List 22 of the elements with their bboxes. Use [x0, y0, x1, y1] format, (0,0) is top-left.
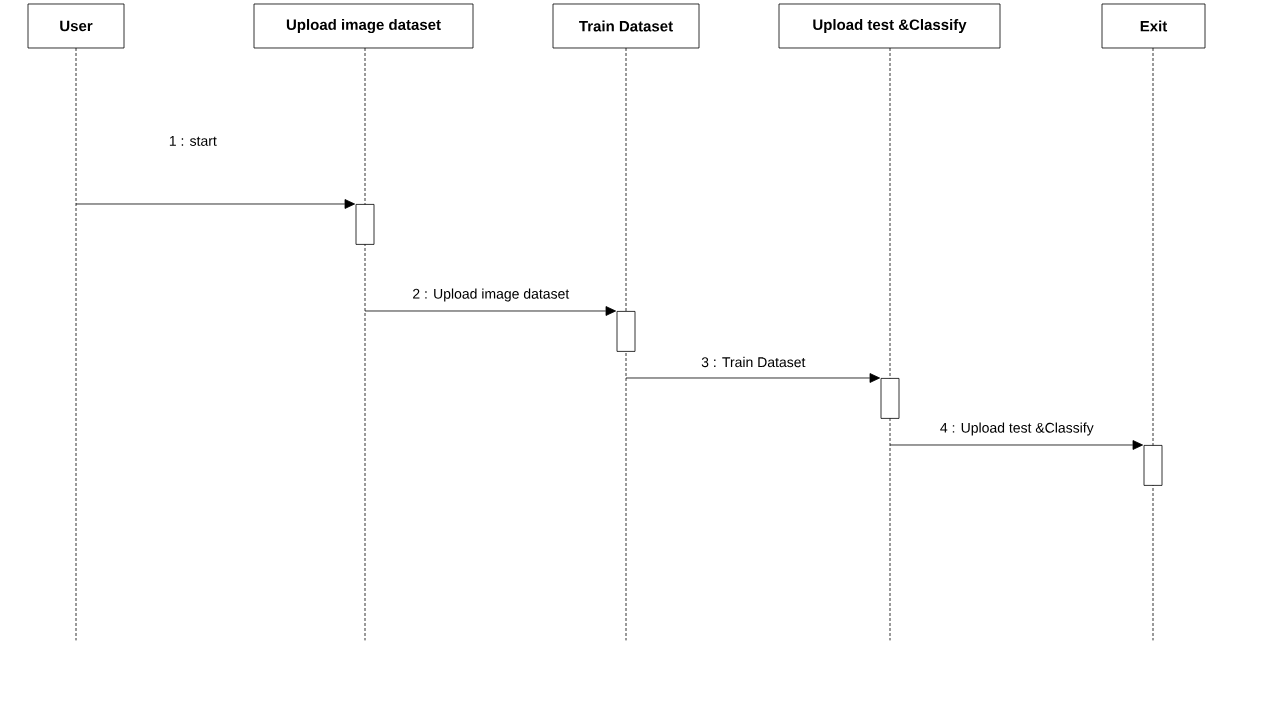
lifeline-header-box: Upload image dataset: [253, 3, 474, 49]
message-label: 1 : start: [167, 135, 218, 147]
activation-bar: [1143, 445, 1163, 486]
lifeline-header-box: Exit: [1101, 3, 1206, 49]
lifeline: [75, 47, 77, 641]
activation-bar: [355, 204, 375, 245]
lifeline-header-box: User: [27, 3, 125, 49]
lifeline-header-box: Upload test &Classify: [778, 3, 1001, 49]
lifeline: [1152, 47, 1154, 641]
message-arrow: [364, 306, 617, 316]
message-arrow: [889, 440, 1144, 450]
lifeline: [364, 47, 366, 641]
activation-bar: [616, 311, 636, 352]
message-label: 3 : Train Dataset: [700, 355, 807, 369]
activation-bar: [880, 378, 900, 419]
lifeline-header-box: Train Dataset: [552, 3, 700, 49]
message-label: 2 : Upload image dataset: [411, 287, 571, 303]
lifeline: [625, 47, 627, 641]
lifeline: [889, 47, 891, 641]
message-arrow: [625, 373, 881, 383]
message-label: 4 : Upload test &Classify: [938, 421, 1095, 437]
message-arrow: [75, 199, 356, 209]
